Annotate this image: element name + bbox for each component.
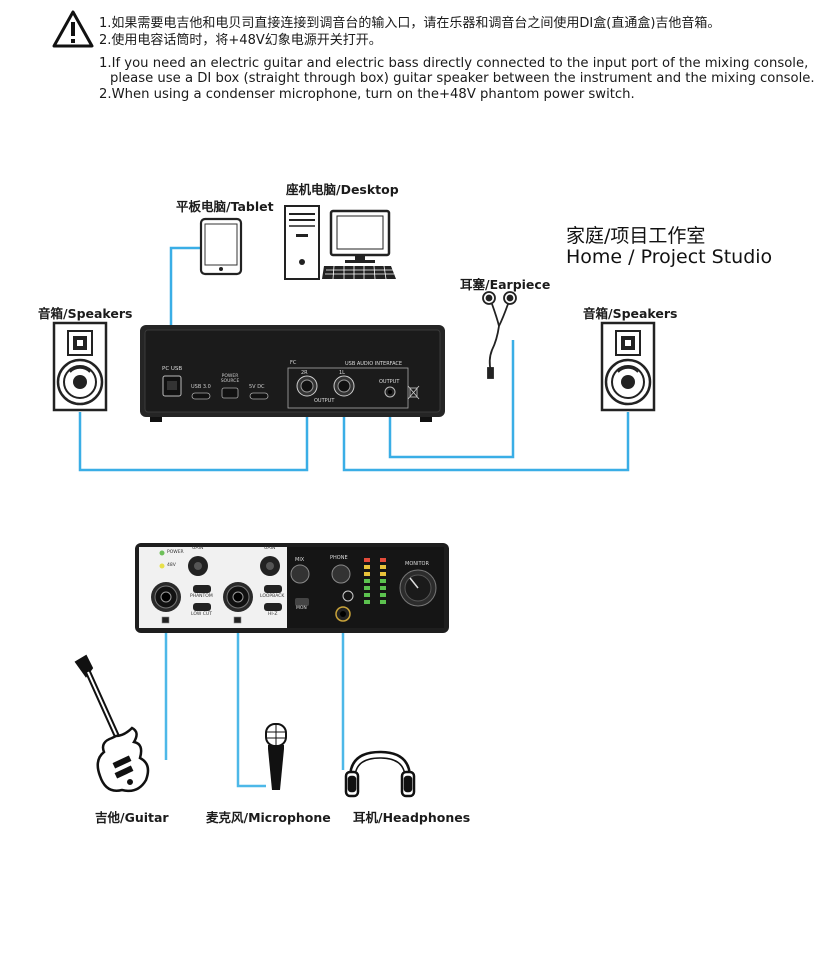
- right-speaker-cable: [342, 390, 630, 472]
- front-gain-1: GAIN: [192, 546, 204, 551]
- front-phantom: PHANTOM: [190, 594, 213, 599]
- rear-dc: 5V DC: [249, 384, 265, 390]
- earpiece-icon: [482, 291, 517, 379]
- rear-usb30: USB 3.0: [191, 384, 211, 390]
- front-hiz: HI-Z: [268, 612, 278, 617]
- headphones-icon: [344, 750, 416, 798]
- rear-pc-usb: PC USB: [162, 366, 183, 372]
- microphone-icon: [265, 723, 287, 790]
- desktop-icon: [284, 205, 396, 280]
- left-speaker-cable: [78, 390, 309, 472]
- speaker-left-icon: [52, 321, 108, 412]
- earpiece-label: 耳塞/Earpiece: [460, 277, 551, 292]
- mic-cable: [236, 620, 266, 788]
- front-monitor: MONITOR: [405, 561, 429, 567]
- connection-diagram: FC: [52, 205, 656, 798]
- front-phone: PHONE: [330, 555, 348, 561]
- note-zh-1: 1.如果需要电吉他和电贝司直接连接到调音台的输入口，请在乐器和调音台之间使用DI…: [99, 16, 721, 31]
- front-gain-2: GAIN: [264, 546, 276, 551]
- headphones-label: 耳机/Headphones: [353, 810, 471, 825]
- speakers-left-label: 音箱/Speakers: [38, 306, 133, 321]
- tablet-label: 平板电脑/Tablet: [176, 199, 274, 214]
- speaker-right-icon: [600, 321, 656, 412]
- rear-power-source: POWER SOURCE: [220, 374, 240, 384]
- rear-interface: USB AUDIO INTERFACE: [345, 361, 403, 367]
- front-mix: MIX: [295, 557, 305, 563]
- note-zh-2: 2.使用电容话筒时，将+48V幻象电源开关打开。: [99, 33, 382, 48]
- studio-label-en: Home / Project Studio: [566, 246, 773, 268]
- guitar-label: 吉他/Guitar: [95, 810, 169, 825]
- tablet-icon: [199, 217, 243, 276]
- front-cables: [164, 620, 345, 788]
- front-power: POWER: [167, 550, 184, 555]
- front-panel: [135, 543, 449, 633]
- front-loopback: LOOPBACK: [260, 594, 285, 599]
- microphone-label: 麦克风/Microphone: [206, 810, 331, 825]
- level-meters: [364, 558, 386, 604]
- note-en-1b: please use a DI box (straight through bo…: [110, 71, 815, 86]
- note-en-1a: 1.If you need an electric guitar and ele…: [99, 56, 809, 71]
- rear-output-2: OUTPUT: [379, 379, 400, 385]
- guitar-icon: [74, 654, 150, 793]
- earpiece-cable: [388, 340, 515, 459]
- svg-text:FC: FC: [290, 360, 297, 366]
- front-mon: MON: [296, 606, 307, 611]
- studio-label-zh: 家庭/项目工作室: [566, 225, 706, 247]
- desktop-label: 座机电脑/Desktop: [286, 182, 399, 197]
- rear-2r: 2R: [301, 370, 308, 376]
- front-lowcut: LOW CUT: [191, 612, 212, 617]
- rear-panel: FC: [140, 325, 445, 422]
- speakers-right-label: 音箱/Speakers: [583, 306, 678, 321]
- warning-icon: [52, 10, 94, 48]
- note-en-2: 2.When using a condenser microphone, tur…: [99, 87, 635, 102]
- rear-1l: 1L: [339, 370, 345, 376]
- front-48v: 48V: [167, 563, 176, 568]
- rear-output: OUTPUT: [314, 398, 335, 404]
